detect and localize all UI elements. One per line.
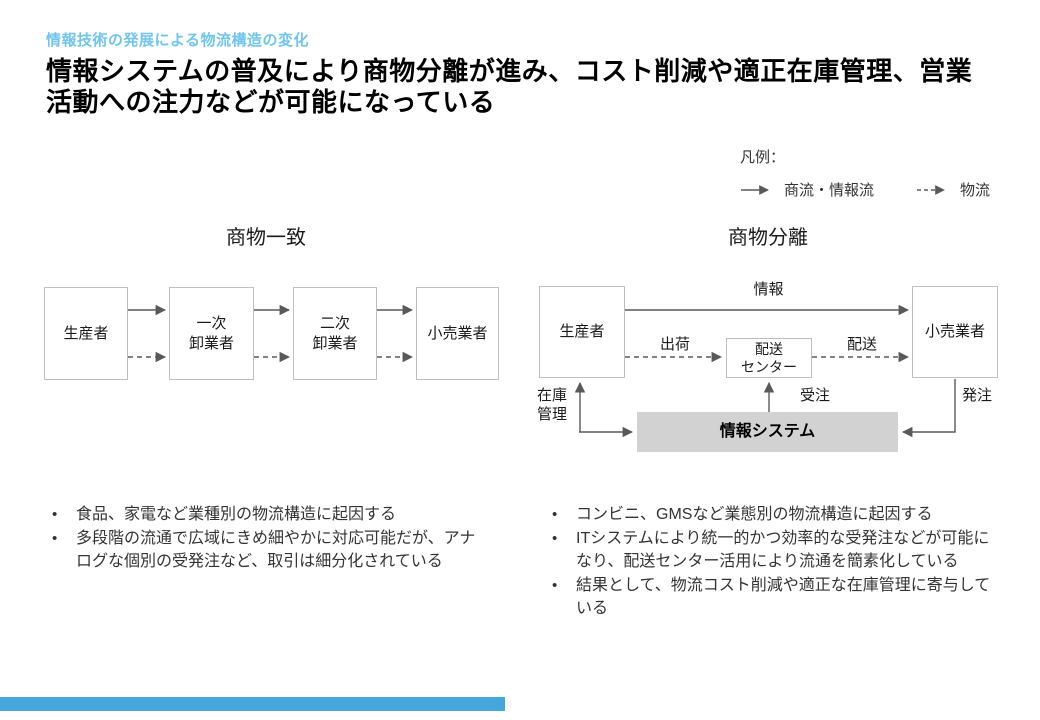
slide-title: 情報システムの普及により商物分離が進み、コスト削減や適正在庫管理、営業活動への注… (46, 56, 973, 117)
left-diagram-title: 商物一致 (226, 227, 306, 249)
node-retailer-left: 小売業者 (416, 287, 499, 380)
order-placed-arrow (901, 379, 956, 438)
legend: 凡例： 商流・情報流 物流 (740, 146, 990, 200)
node-retailer-right: 小売業者 (912, 286, 998, 378)
list-item: 多段階の流通で広域にきめ細やかに対応可能だが、アナログな個別の受発注など、取引は… (48, 527, 478, 573)
label-delivery: 配送 (846, 336, 877, 353)
solid-arrow-icon (741, 184, 769, 195)
label-inventory-mgmt: 在庫 管理 (537, 387, 568, 423)
legend-dashed-label: 物流 (960, 182, 991, 199)
node-producer-left: 生産者 (44, 287, 128, 380)
footer-accent-bar (0, 697, 505, 711)
right-diagram-title: 商物分離 (728, 227, 808, 249)
node-distribution-center: 配送 センター (726, 338, 812, 378)
label-shipping: 出荷 (659, 336, 690, 353)
legend-heading: 凡例： (740, 149, 786, 166)
list-item: 結果として、物流コスト削減や適正な在庫管理に寄与している (548, 574, 992, 620)
list-item: ITシステムにより統一的かつ効率的な受発注などが可能になり、配送センター活用によ… (548, 527, 992, 573)
node-primary-wholesaler: 一次 卸業者 (169, 287, 254, 380)
node-secondary-wholesaler: 二次 卸業者 (293, 287, 377, 380)
right-bullet-list: コンビニ、GMSなど業態別の物流構造に起因する ITシステムにより統一的かつ効率… (548, 503, 992, 621)
legend-row: 商流・情報流 物流 (740, 179, 990, 200)
label-info-flow: 情報 (753, 281, 784, 298)
left-bullet-list: 食品、家電など業種別の物流構造に起因する 多段階の流通で広域にきめ細やかに対応可… (48, 503, 478, 574)
list-item: コンビニ、GMSなど業態別の物流構造に起因する (548, 503, 992, 526)
list-item: 食品、家電など業種別の物流構造に起因する (48, 503, 478, 526)
legend-solid-label: 商流・情報流 (784, 182, 875, 199)
node-info-system: 情報システム (637, 412, 898, 452)
node-producer-right: 生産者 (539, 286, 625, 378)
label-order-received: 受注 (800, 387, 831, 404)
label-order-placed: 発注 (962, 387, 993, 404)
slide-kicker: 情報技術の発展による物流構造の変化 (46, 32, 310, 49)
dashed-arrow-icon (917, 184, 945, 195)
